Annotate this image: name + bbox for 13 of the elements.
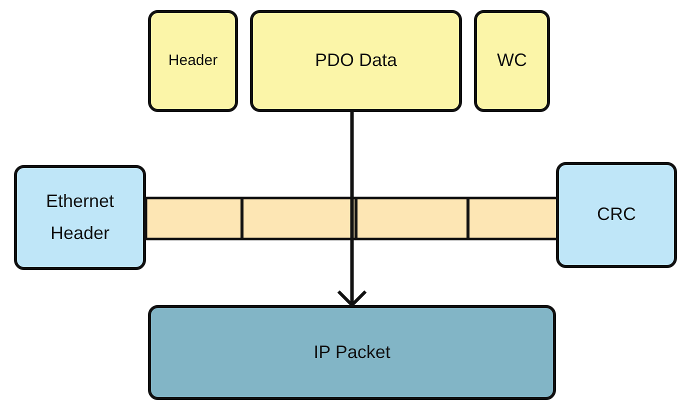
frame-field-box	[148, 10, 238, 112]
frame-field-box	[250, 10, 462, 112]
field-label: Ethernet Header	[44, 190, 116, 244]
field-label: WC	[496, 49, 528, 72]
arrow	[336, 112, 368, 307]
field-label: Header	[167, 50, 219, 71]
field-label: PDO Data	[314, 49, 398, 72]
packet-box	[148, 305, 556, 400]
frame-field-box	[556, 162, 677, 268]
field-label: CRC	[596, 203, 637, 226]
frame-field-box	[474, 10, 550, 112]
field-label: IP Packet	[312, 340, 392, 364]
frame-field-box	[14, 165, 146, 270]
